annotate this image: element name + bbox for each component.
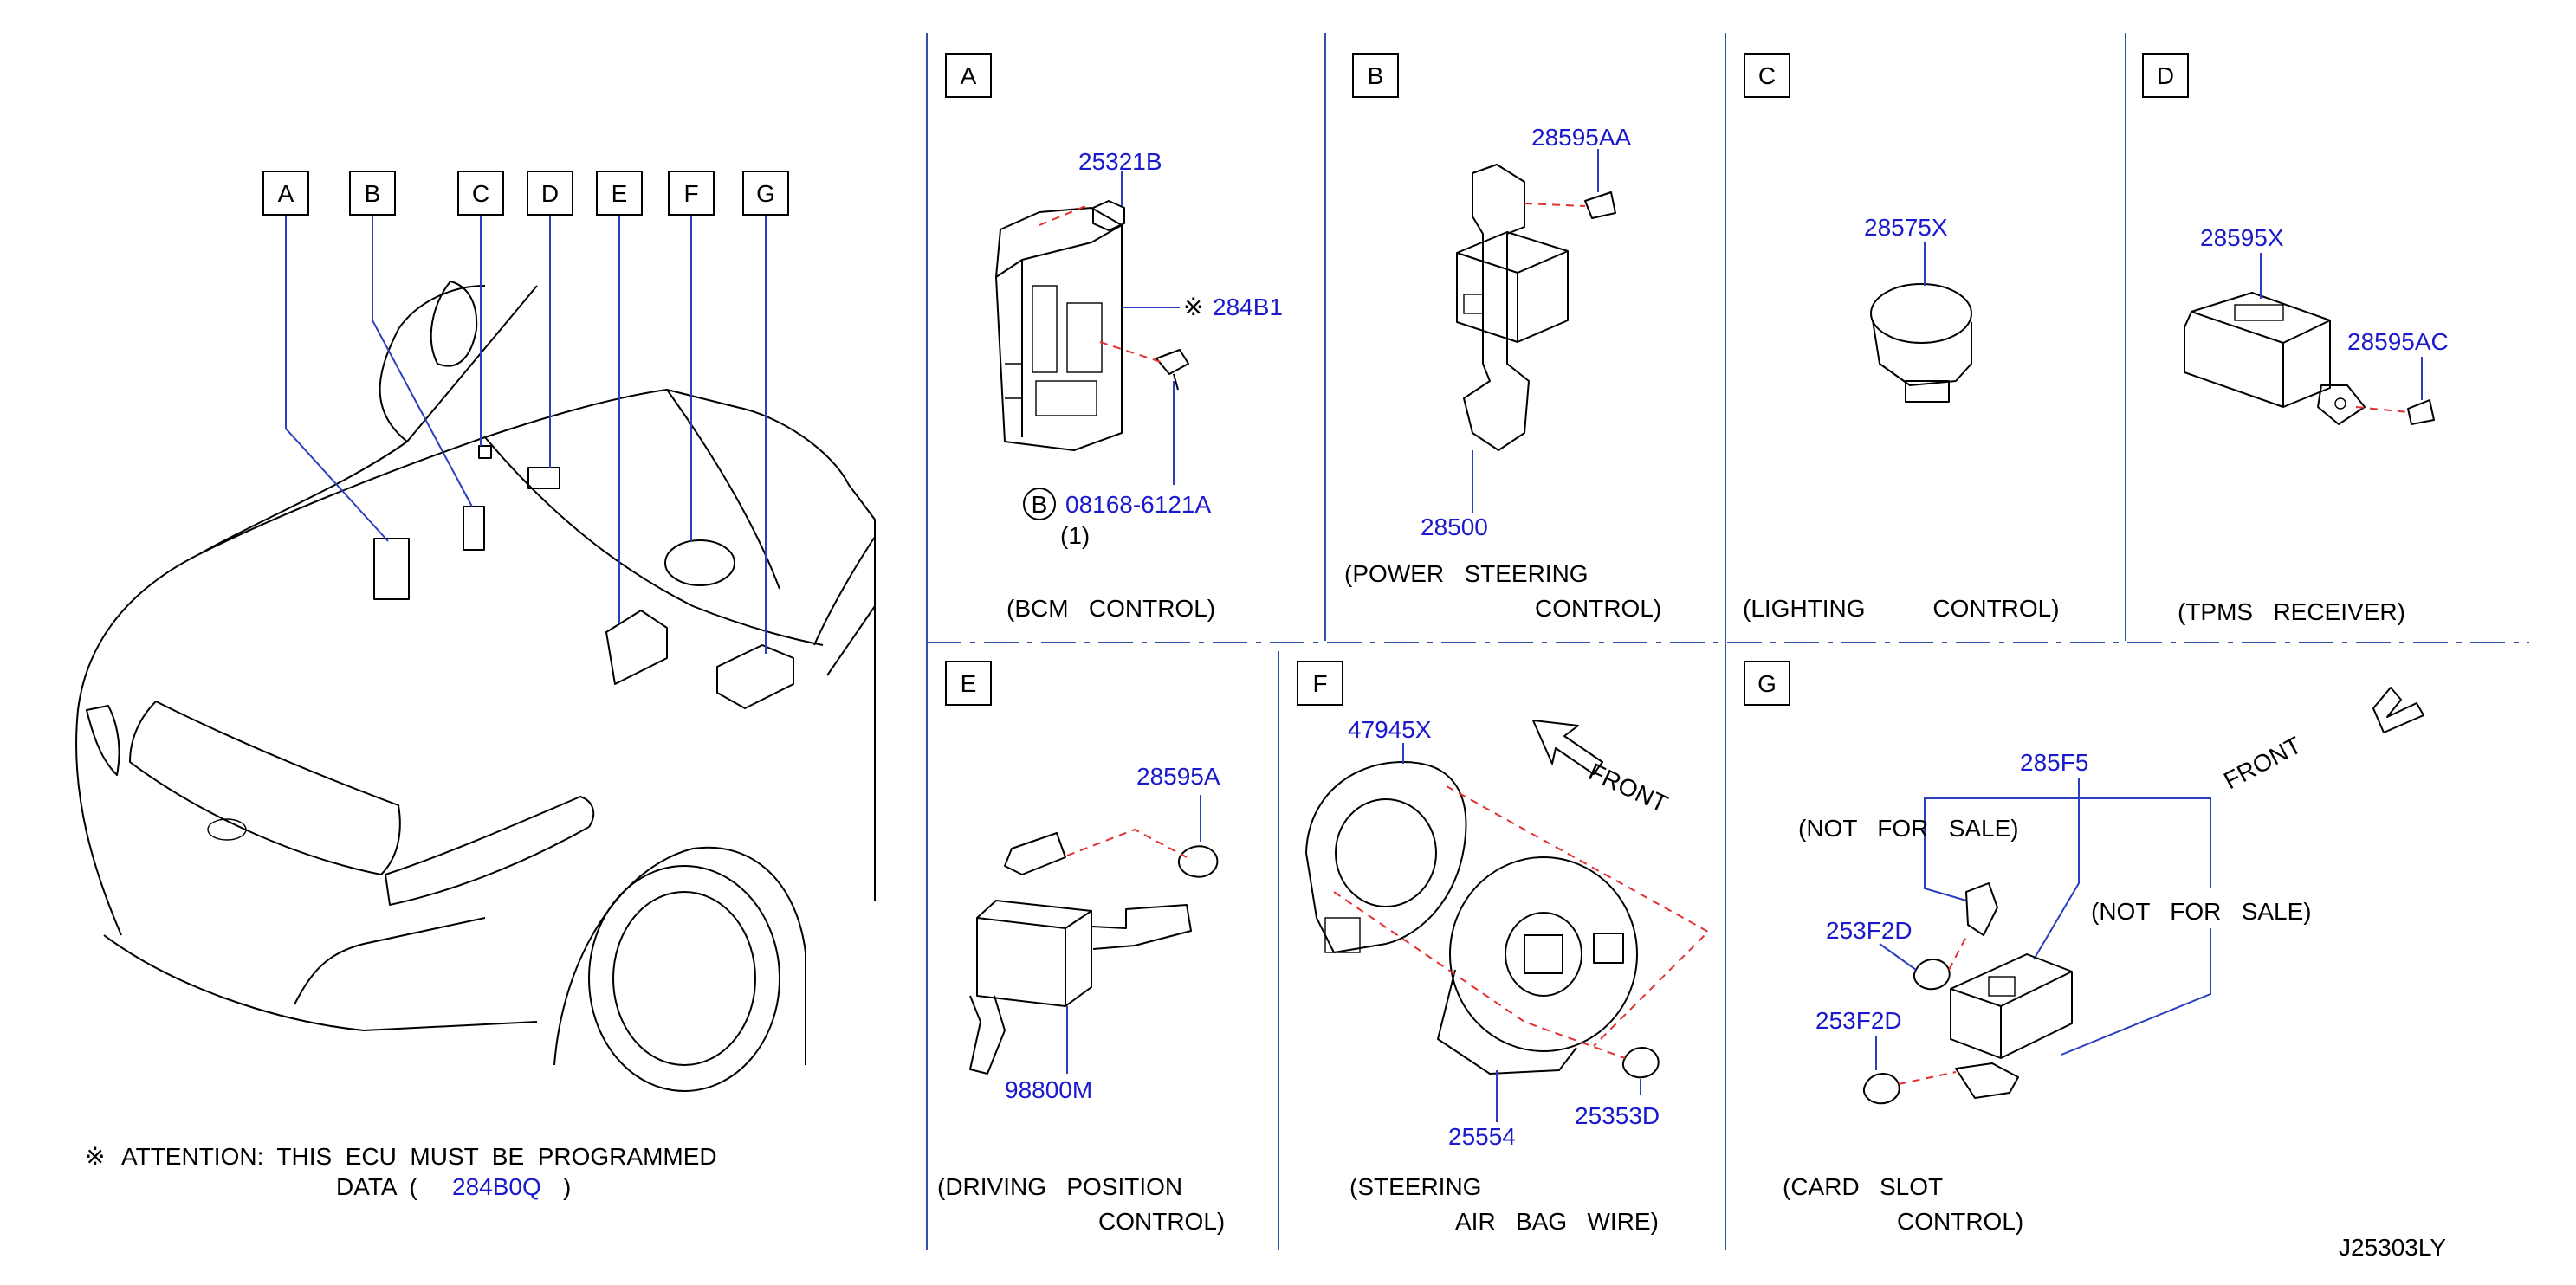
panel-b-caption-1: (POWER STEERING	[1344, 560, 1589, 587]
panel-dividers	[926, 33, 2529, 1250]
panel-d: D 28595X 28595AC (TPMS RECEIVER)	[2142, 53, 2449, 625]
overview-leaders	[285, 215, 767, 654]
screw-icon	[1913, 959, 1951, 991]
part-number-28595a: 28595A	[1136, 763, 1220, 790]
panel-b: B 28595AA 28500 (POWER STEERING CONTROL)	[1344, 53, 1661, 622]
screw-icon	[2407, 399, 2435, 425]
screw-icon	[1621, 1047, 1660, 1079]
panel-f-front-label: FRONT	[1584, 758, 1672, 817]
module-d-icon	[527, 467, 560, 489]
logo-icon	[207, 818, 247, 841]
part-number-25321b: 25321B	[1078, 148, 1162, 175]
part-number-98800m: 98800M	[1005, 1076, 1092, 1103]
panel-a: A 25321B ※ 284B1 B 08168-6121A (1) (BCM …	[945, 53, 1283, 622]
callout-b: B	[349, 171, 396, 216]
part-number-253f2d-upper: 253F2D	[1826, 917, 1913, 944]
front-arrow-icon	[2372, 687, 2424, 733]
panel-f-caption-1: (STEERING	[1349, 1173, 1481, 1200]
overview-vehicle	[75, 281, 876, 1092]
screw-icon	[1862, 1073, 1900, 1105]
panel-g: G FRONT 285F5 253F2D 253F2D (NOT FOR SAL…	[1744, 661, 2424, 1235]
not-for-sale-note-1: (NOT FOR SALE)	[1798, 815, 2019, 842]
attention-ref-symbol: ※	[1183, 294, 1203, 320]
panel-c: C 28575X (LIGHTING CONTROL)	[1743, 53, 2060, 622]
svg-text:A: A	[278, 180, 294, 207]
panel-a-letter: A	[961, 62, 977, 89]
diagram-id: J25303LY	[2339, 1234, 2446, 1261]
part-number-284b1: 284B1	[1213, 294, 1283, 320]
panel-g-letter: G	[1757, 670, 1777, 697]
part-number-28595aa: 28595AA	[1531, 124, 1632, 151]
callout-c: C	[457, 171, 504, 216]
svg-text:E: E	[612, 180, 628, 207]
panel-e-letter: E	[961, 670, 977, 697]
panel-c-caption: (LIGHTING CONTROL)	[1743, 595, 2060, 622]
ref-circle-letter: B	[1032, 491, 1048, 518]
panel-f: F FRONT 47945X 25554 25353D (STEERING AI…	[1297, 661, 1710, 1235]
panel-f-caption-2: AIR BAG WIRE)	[1455, 1208, 1659, 1235]
bolt-icon	[1155, 349, 1189, 375]
module-e-icon	[605, 610, 668, 685]
ref-circle	[1023, 488, 1056, 520]
attention-line-2-prefix: DATA (	[336, 1173, 418, 1200]
module-b-icon	[463, 506, 485, 551]
panel-b-letter: B	[1368, 62, 1384, 89]
panel-c-letter: C	[1758, 62, 1776, 89]
part-number-25353d: 25353D	[1575, 1102, 1660, 1129]
panel-g-caption-1: (CARD SLOT	[1783, 1173, 1943, 1200]
panel-a-caption: (BCM CONTROL)	[1006, 595, 1215, 622]
front-arrow-icon	[1532, 720, 1603, 775]
svg-text:C: C	[472, 180, 489, 207]
attention-line-2-suffix: )	[563, 1173, 571, 1200]
module-g-icon	[716, 644, 794, 709]
svg-text:G: G	[756, 180, 775, 207]
callout-g: G	[742, 171, 789, 216]
module-a-icon	[373, 538, 410, 600]
part-number-08168-6121a: 08168-6121A	[1065, 491, 1211, 518]
panel-f-letter: F	[1312, 670, 1327, 697]
screw-icon	[1178, 845, 1219, 878]
part-number-28595x: 28595X	[2200, 224, 2284, 251]
attention-part-number: 284B0Q	[452, 1173, 541, 1200]
panel-e-caption-1: (DRIVING POSITION	[937, 1173, 1182, 1200]
svg-text:F: F	[683, 180, 698, 207]
panel-d-letter: D	[2157, 62, 2174, 89]
part-number-25554: 25554	[1448, 1123, 1516, 1150]
callout-d: D	[527, 171, 573, 216]
part-number-253f2d-lower: 253F2D	[1815, 1007, 1902, 1034]
panel-b-caption-2: CONTROL)	[1535, 595, 1661, 622]
module-c-icon	[478, 445, 492, 459]
part-qty: (1)	[1060, 522, 1090, 549]
attention-symbol: ※	[85, 1143, 105, 1170]
panel-e-caption-2: CONTROL)	[1098, 1208, 1225, 1235]
not-for-sale-note-2: (NOT FOR SALE)	[2091, 898, 2312, 925]
nut-icon	[1092, 200, 1125, 231]
svg-text:B: B	[365, 180, 381, 207]
attention-line-1: ATTENTION: THIS ECU MUST BE PROGRAMMED	[121, 1143, 717, 1170]
screw-icon	[1584, 191, 1616, 219]
panel-d-caption: (TPMS RECEIVER)	[2178, 598, 2405, 625]
part-number-28575x: 28575X	[1864, 214, 1948, 241]
panel-g-front-label: FRONT	[2219, 732, 2306, 795]
part-number-285f5: 285F5	[2020, 749, 2088, 776]
panel-g-caption-2: CONTROL)	[1897, 1208, 2023, 1235]
callout-a: A	[262, 171, 309, 216]
callout-e: E	[596, 171, 643, 216]
callout-f: F	[668, 171, 715, 216]
module-f-icon	[664, 539, 735, 586]
part-number-47945x: 47945X	[1348, 716, 1432, 743]
panel-e: E 28595A 98800M (DRIVING POSITION CONTRO…	[937, 661, 1225, 1235]
part-number-28500: 28500	[1421, 513, 1488, 540]
svg-text:D: D	[541, 180, 559, 207]
overview-callouts: A B C D E F G	[262, 171, 789, 216]
part-number-28595ac: 28595AC	[2347, 328, 2449, 355]
attention-note: ※ ATTENTION: THIS ECU MUST BE PROGRAMMED…	[85, 1143, 717, 1200]
